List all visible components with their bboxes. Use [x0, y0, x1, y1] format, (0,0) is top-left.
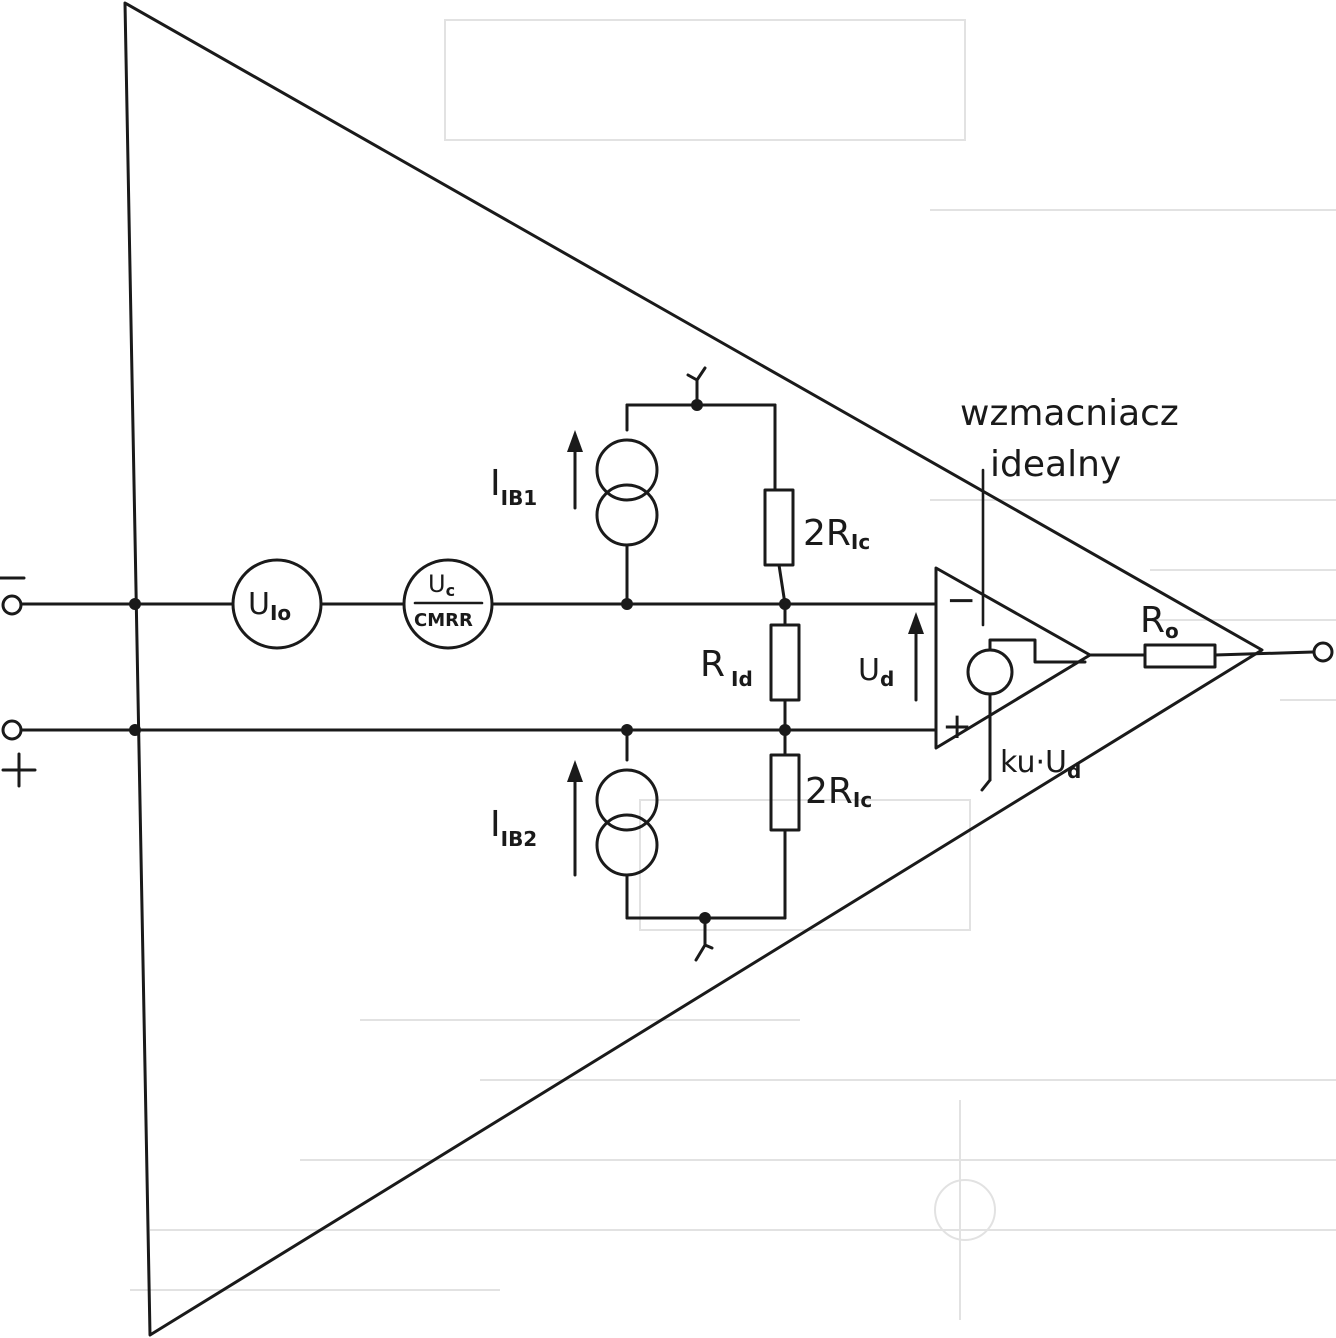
wire-rictop-down	[777, 563, 787, 606]
junction-dot	[129, 724, 141, 736]
common-mode-voltage-source	[402, 558, 494, 650]
uio-voltage-source	[231, 558, 323, 650]
ib1-current-source-upper	[595, 438, 659, 502]
ib2-current-source-upper	[595, 768, 659, 832]
ib1-current-source-lower	[595, 483, 659, 547]
ib1-arrow-head	[567, 430, 583, 452]
ground-symbol-bottom	[694, 916, 714, 962]
ground-symbol-opamp	[980, 778, 992, 792]
junction-dot	[129, 598, 141, 610]
outer-opamp-triangle	[123, 1, 1264, 1337]
r-ic-top-resistor	[763, 488, 795, 567]
controlled-voltage-source	[966, 648, 1014, 696]
ku-ud-label: ku·Ud	[1000, 745, 1081, 783]
ib1-label: IIB1	[490, 463, 537, 510]
r-ic-bottom-label: 2RIc	[805, 771, 872, 812]
uc-numerator-label: Uc	[428, 570, 455, 600]
ib2-current-source-lower	[595, 813, 659, 877]
controlled-source-wiring	[988, 638, 1087, 664]
ground-symbol-top	[686, 366, 707, 407]
ib2-label: IIB2	[490, 804, 537, 851]
inverting-input-terminal[interactable]	[1, 594, 23, 616]
ud-label: Ud	[858, 653, 894, 691]
opamp-plus-sign: +	[942, 706, 972, 747]
r-ic-top-label: 2RIc	[803, 513, 870, 554]
cmrr-label: CMRR	[414, 610, 473, 631]
background-bleed-through	[130, 19, 1336, 1320]
ideal-amp-label-line2: idealny	[990, 444, 1121, 485]
noninverting-input-terminal[interactable]	[1, 719, 23, 741]
ud-arrow-head	[908, 612, 924, 634]
ro-label: Ro	[1140, 600, 1179, 643]
r-ic-bottom-resistor	[769, 753, 801, 832]
ro-resistor	[1143, 643, 1217, 669]
r-id-resistor	[769, 623, 801, 702]
uio-label: UIo	[248, 587, 291, 625]
ib2-arrow-head	[567, 760, 583, 782]
ideal-opamp-triangle	[934, 566, 1092, 750]
output-terminal[interactable]	[1312, 641, 1334, 663]
ideal-amp-label-line1: wzmacniacz	[960, 393, 1179, 434]
opamp-minus-sign: −	[946, 580, 976, 621]
wire-ro-out	[1213, 650, 1315, 657]
